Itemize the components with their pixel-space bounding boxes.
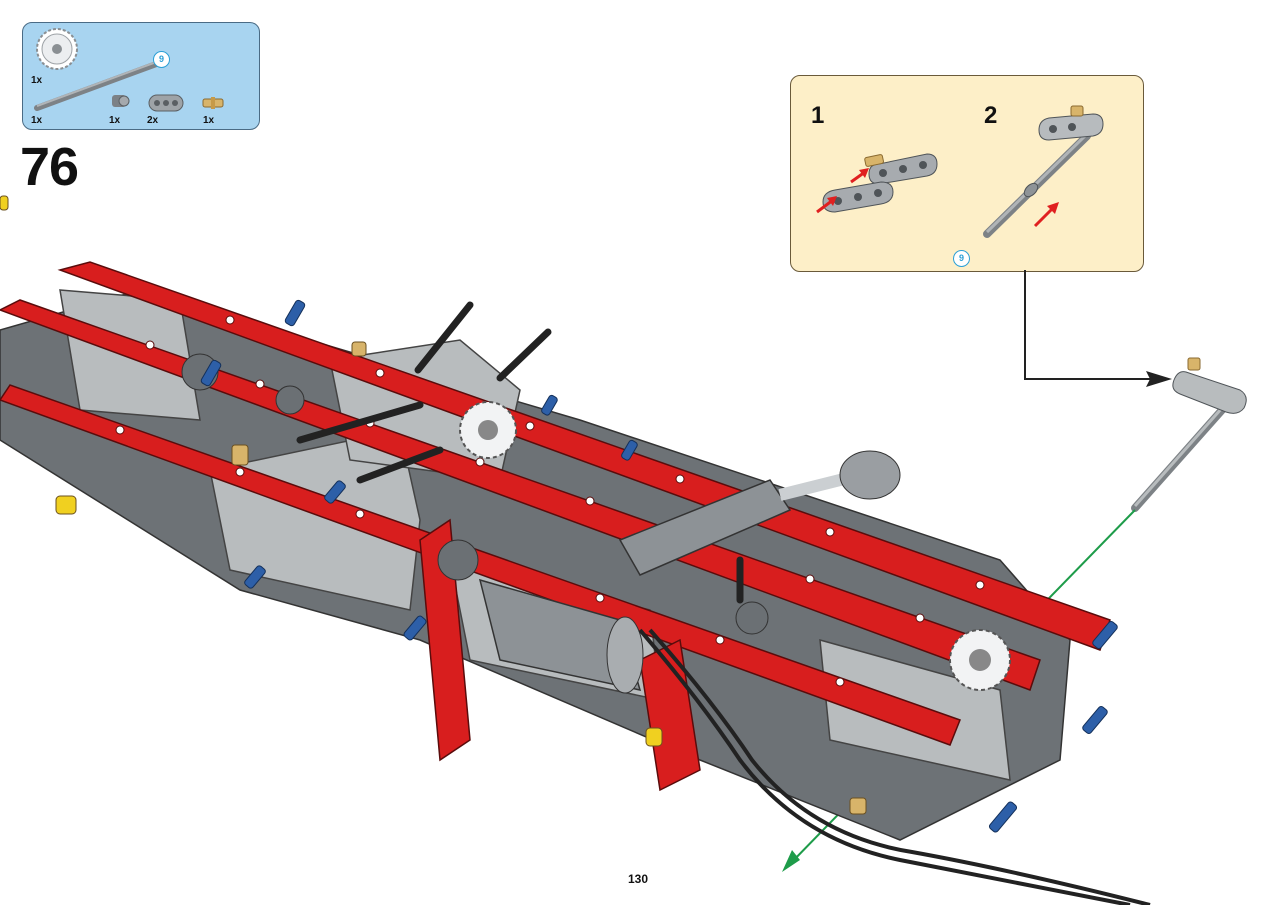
axle-length-callout: 9: [153, 51, 170, 68]
substep-2-label: 2: [984, 102, 998, 129]
black-axles: [296, 301, 744, 604]
tan-and-yellow-parts: [0, 195, 867, 815]
parts-qty-gear: 1x: [31, 75, 43, 86]
motor-cable: [638, 628, 1151, 905]
blue-pins: [200, 299, 1118, 833]
placed-axle-assembly: [1131, 357, 1247, 512]
subassembly-axle-callout: 9: [953, 250, 970, 267]
page-number: 130: [628, 872, 649, 886]
parts-illustrations: [34, 28, 224, 112]
parts-qty-pin: 1x: [203, 115, 215, 126]
parts-list-box: 1x 9 1x 1x 2x 1x: [22, 22, 260, 130]
step-number: 76: [20, 137, 79, 197]
beam-3-icon: [148, 94, 184, 112]
substep-2-assembly-icon: [983, 105, 1104, 238]
parts-qty-bush: 1x: [109, 115, 121, 126]
axle-9-icon: [34, 60, 162, 111]
subassembly-illustrations: [816, 105, 1104, 238]
motor-block: [478, 578, 644, 694]
subassembly-box: 1 2: [790, 75, 1144, 272]
dark-gears-icons: [181, 353, 769, 635]
bush-icon: [112, 95, 130, 107]
substep-2-arrow-icon: [1033, 202, 1059, 228]
substep-1-arrow-icon: [816, 168, 869, 214]
substep-1-beam-upper-icon: [868, 153, 938, 185]
pneumatic-cylinder: [618, 450, 901, 576]
gear-24-tooth-icon: [36, 28, 78, 70]
axle-pin-icon: [202, 97, 224, 109]
callout-connector-arrow: [1024, 270, 1172, 387]
substep-1-beam-lower-icon: [822, 181, 894, 213]
substep-1-label: 1: [811, 102, 825, 129]
parts-qty-axle: 1x: [31, 115, 43, 126]
white-gear-rear-icon: [949, 629, 1011, 691]
substep-1-pin-icon: [864, 154, 884, 167]
white-gear-icon: [459, 401, 517, 459]
parts-qty-beam: 2x: [147, 115, 159, 126]
